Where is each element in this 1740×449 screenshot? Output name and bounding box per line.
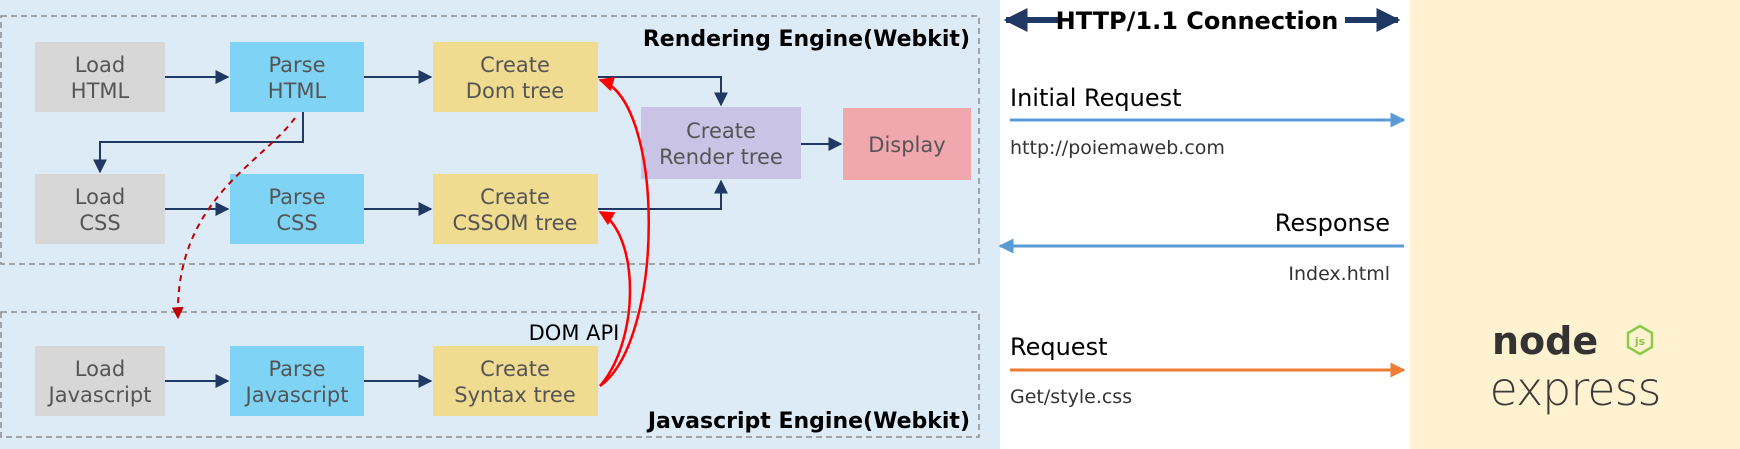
rendering-engine-frame: Rendering Engine(Webkit) [0,15,980,265]
response-group: Response Index.html [998,209,1404,285]
initial-request-group: Initial Request http://poiemaweb.com [1010,84,1406,159]
box-create-syntax-line1: Create [480,357,550,381]
box-load-javascript: Load Javascript [35,346,165,416]
box-create-syntax-tree: Create Syntax tree [433,346,598,416]
box-load-html-line2: HTML [71,79,130,103]
box-create-cssom-line2: CSSOM tree [453,211,578,235]
box-load-css-line1: Load [75,185,125,209]
box-create-render-line1: Create [686,119,756,143]
box-load-html-line1: Load [75,53,125,77]
rendering-engine-title: Rendering Engine(Webkit) [643,27,970,52]
box-load-css: Load CSS [35,174,165,244]
box-parse-html-line2: HTML [268,79,327,103]
flow-arrows [93,70,843,388]
box-load-css-line2: CSS [79,211,120,235]
nodejs-logo-wordmark: node [1492,319,1598,363]
box-parse-js-line1: Parse [268,357,325,381]
box-create-render-tree: Create Render tree [641,107,801,179]
express-wordmark: express [1489,362,1661,416]
box-parse-html-line1: Parse [268,53,325,77]
arrow-cssom-to-render [598,179,728,210]
connection-label: HTTP/1.1 Connection [1056,7,1339,35]
box-parse-js-line2: Javascript [244,383,349,407]
box-display: Display [843,108,971,180]
request-path: Get/style.css [1010,386,1132,408]
nodejs-logo: node js [1492,319,1654,363]
request-label: Request [1010,333,1108,361]
nodejs-badge-icon: js [1626,324,1654,356]
dom-api-arrow-to-dom-tree [598,76,650,388]
box-parse-css-line2: CSS [276,211,317,235]
box-display-label: Display [868,133,945,157]
box-create-syntax-line2: Syntax tree [454,383,576,407]
dom-api-label: DOM API [529,321,620,345]
dom-api-arrow-to-cssom-tree [598,210,632,387]
request-group: Request Get/style.css [1010,333,1406,408]
box-create-cssom-line1: Create [480,185,550,209]
javascript-engine-title: Javascript Engine(Webkit) [646,409,970,434]
box-parse-css: Parse CSS [230,174,364,244]
arrow-parse-html-to-load-css [93,112,304,174]
box-parse-html: Parse HTML [230,42,364,112]
box-parse-css-line1: Parse [268,185,325,209]
nodejs-badge-label: js [1634,335,1646,348]
box-create-cssom-tree: Create CSSOM tree [433,174,598,244]
arrow-dom-to-render [598,76,728,107]
box-load-html: Load HTML [35,42,165,112]
box-create-render-line2: Render tree [659,145,783,169]
http-connection-header: HTTP/1.1 Connection [1003,7,1401,35]
box-create-dom-line2: Dom tree [466,79,564,103]
initial-request-url: http://poiemaweb.com [1010,137,1225,159]
box-load-js-line2: Javascript [47,383,152,407]
response-file: Index.html [1288,263,1390,285]
box-parse-javascript: Parse Javascript [230,346,364,416]
response-label: Response [1275,209,1390,237]
box-create-dom-tree: Create Dom tree [433,42,598,112]
box-load-js-line1: Load [75,357,125,381]
initial-request-label: Initial Request [1010,84,1182,112]
arrow-parse-html-to-js-engine [171,117,296,320]
server-panel [1410,0,1740,449]
javascript-engine-frame: Javascript Engine(Webkit) [0,311,980,438]
box-create-dom-line1: Create [480,53,550,77]
